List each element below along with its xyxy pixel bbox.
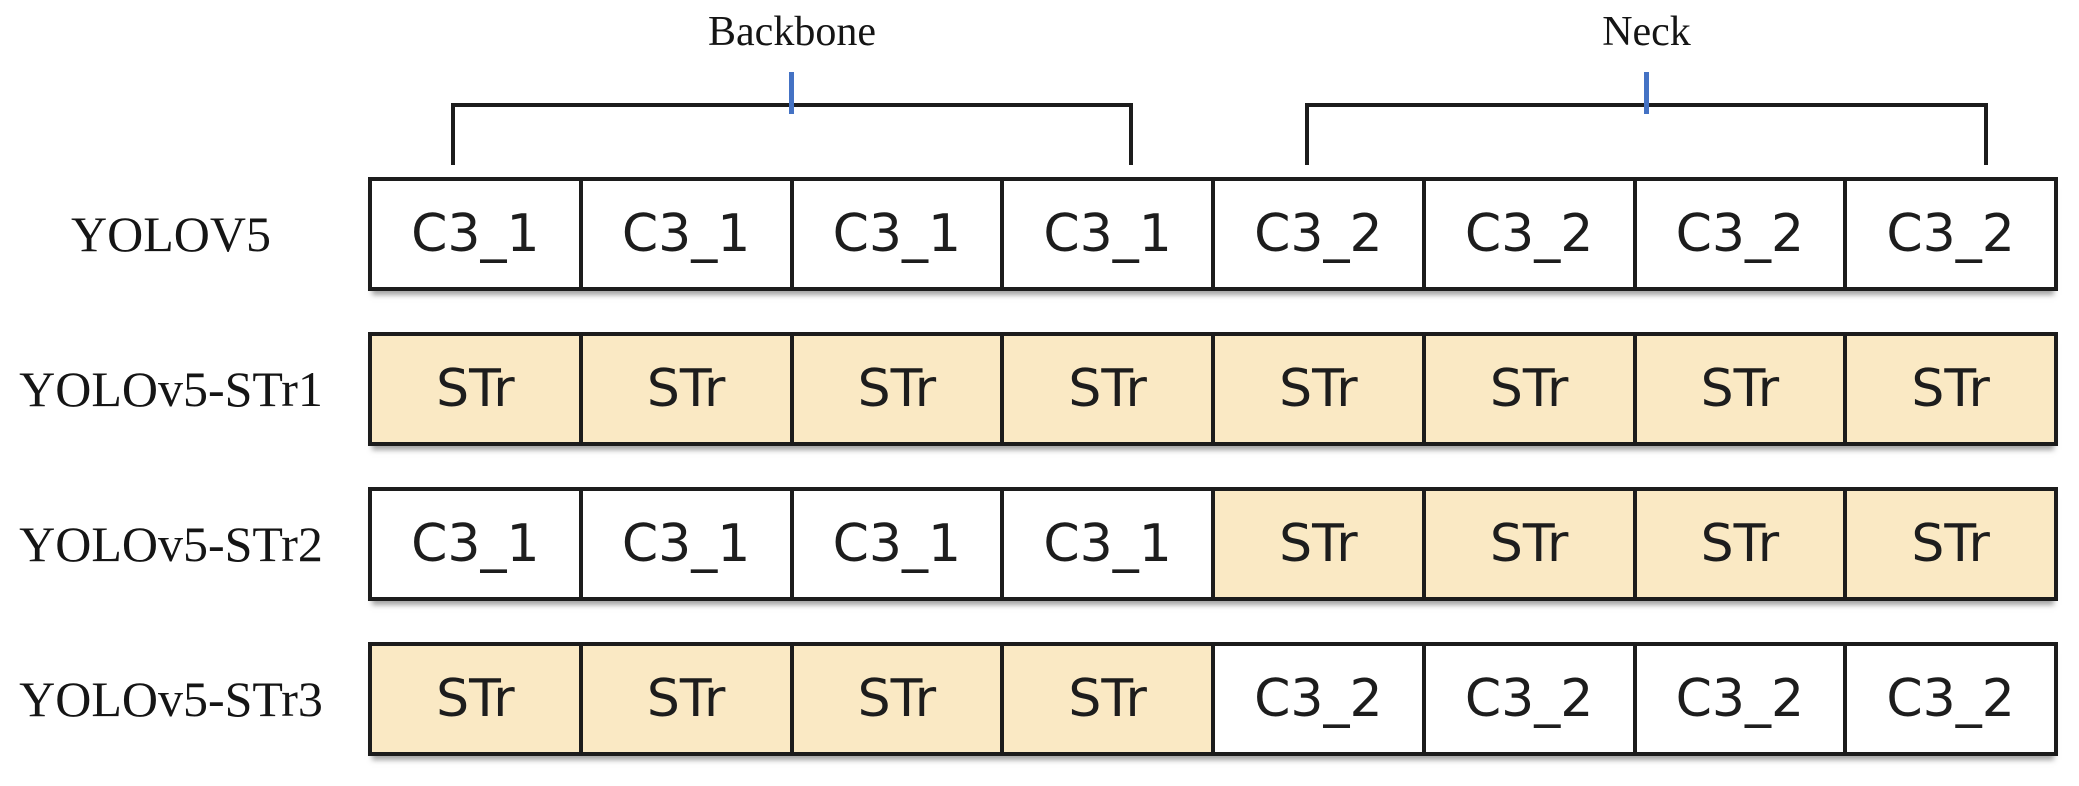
cell: STr	[1215, 491, 1426, 597]
row-label-yolov5: YOLOV5	[71, 206, 271, 262]
cell: STr	[1636, 491, 1848, 597]
cell: STr	[1425, 491, 1637, 597]
cell: STr	[372, 646, 583, 752]
cell: C3_1	[582, 491, 794, 597]
cell: STr	[1636, 336, 1848, 442]
cell: STr	[372, 336, 583, 442]
cell: C3_1	[793, 181, 1005, 287]
cell: STr	[793, 646, 1005, 752]
cell: C3_1	[793, 491, 1005, 597]
row-yolov5-str2: C3_1 C3_1 C3_1 C3_1 STr STr STr STr	[368, 487, 2058, 601]
cell: STr	[1215, 336, 1426, 442]
neck-label: Neck	[1602, 9, 1691, 55]
row-yolov5-str3: STr STr STr STr C3_2 C3_2 C3_2 C3_2	[368, 642, 2058, 756]
cell: C3_2	[1847, 646, 2054, 752]
backbone-label: Backbone	[708, 9, 876, 55]
cell: C3_1	[582, 181, 794, 287]
cell: STr	[582, 336, 794, 442]
cell: C3_2	[1847, 181, 2054, 287]
row-yolov5: C3_1 C3_1 C3_1 C3_1 C3_2 C3_2 C3_2 C3_2	[368, 177, 2058, 291]
cell: C3_2	[1425, 181, 1637, 287]
cell: C3_1	[372, 181, 583, 287]
cell: C3_1	[372, 491, 583, 597]
row-label-yolov5-str2: YOLOv5-STr2	[19, 516, 323, 572]
cell: STr	[793, 336, 1005, 442]
backbone-center-tick-icon	[789, 72, 794, 114]
cell: C3_2	[1425, 646, 1637, 752]
cell: STr	[1004, 646, 1215, 752]
row-yolov5-str1: STr STr STr STr STr STr STr STr	[368, 332, 2058, 446]
cell: C3_2	[1636, 181, 1848, 287]
cell: STr	[1847, 491, 2054, 597]
cell: STr	[582, 646, 794, 752]
cell: C3_2	[1636, 646, 1848, 752]
cell: STr	[1004, 336, 1215, 442]
cell: STr	[1425, 336, 1637, 442]
cell: C3_1	[1004, 491, 1215, 597]
row-label-yolov5-str1: YOLOv5-STr1	[19, 361, 323, 417]
cell: C3_2	[1215, 181, 1426, 287]
cell: C3_1	[1004, 181, 1215, 287]
row-label-yolov5-str3: YOLOv5-STr3	[19, 671, 323, 727]
neck-center-tick-icon	[1644, 72, 1649, 114]
cell: STr	[1847, 336, 2054, 442]
cell: C3_2	[1215, 646, 1426, 752]
